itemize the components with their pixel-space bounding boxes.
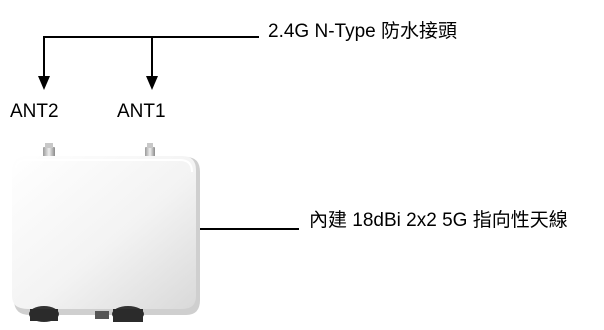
ant2-arrow-icon <box>38 76 50 90</box>
internal-antenna-label: 內建 18dBi 2x2 5G 指向性天線 <box>309 210 568 231</box>
bottom-glands <box>29 306 144 322</box>
device-edge-highlight <box>15 159 193 173</box>
ant1-label: ANT1 <box>117 101 166 122</box>
connector-note-label: 2.4G N-Type 防水接頭 <box>268 21 457 42</box>
antenna-bracket <box>43 36 259 78</box>
device-body <box>12 156 196 309</box>
access-point-device <box>12 143 200 322</box>
ant2-label: ANT2 <box>10 101 59 122</box>
ant1-connector <box>145 143 155 158</box>
ant1-arrow-icon <box>146 76 158 90</box>
